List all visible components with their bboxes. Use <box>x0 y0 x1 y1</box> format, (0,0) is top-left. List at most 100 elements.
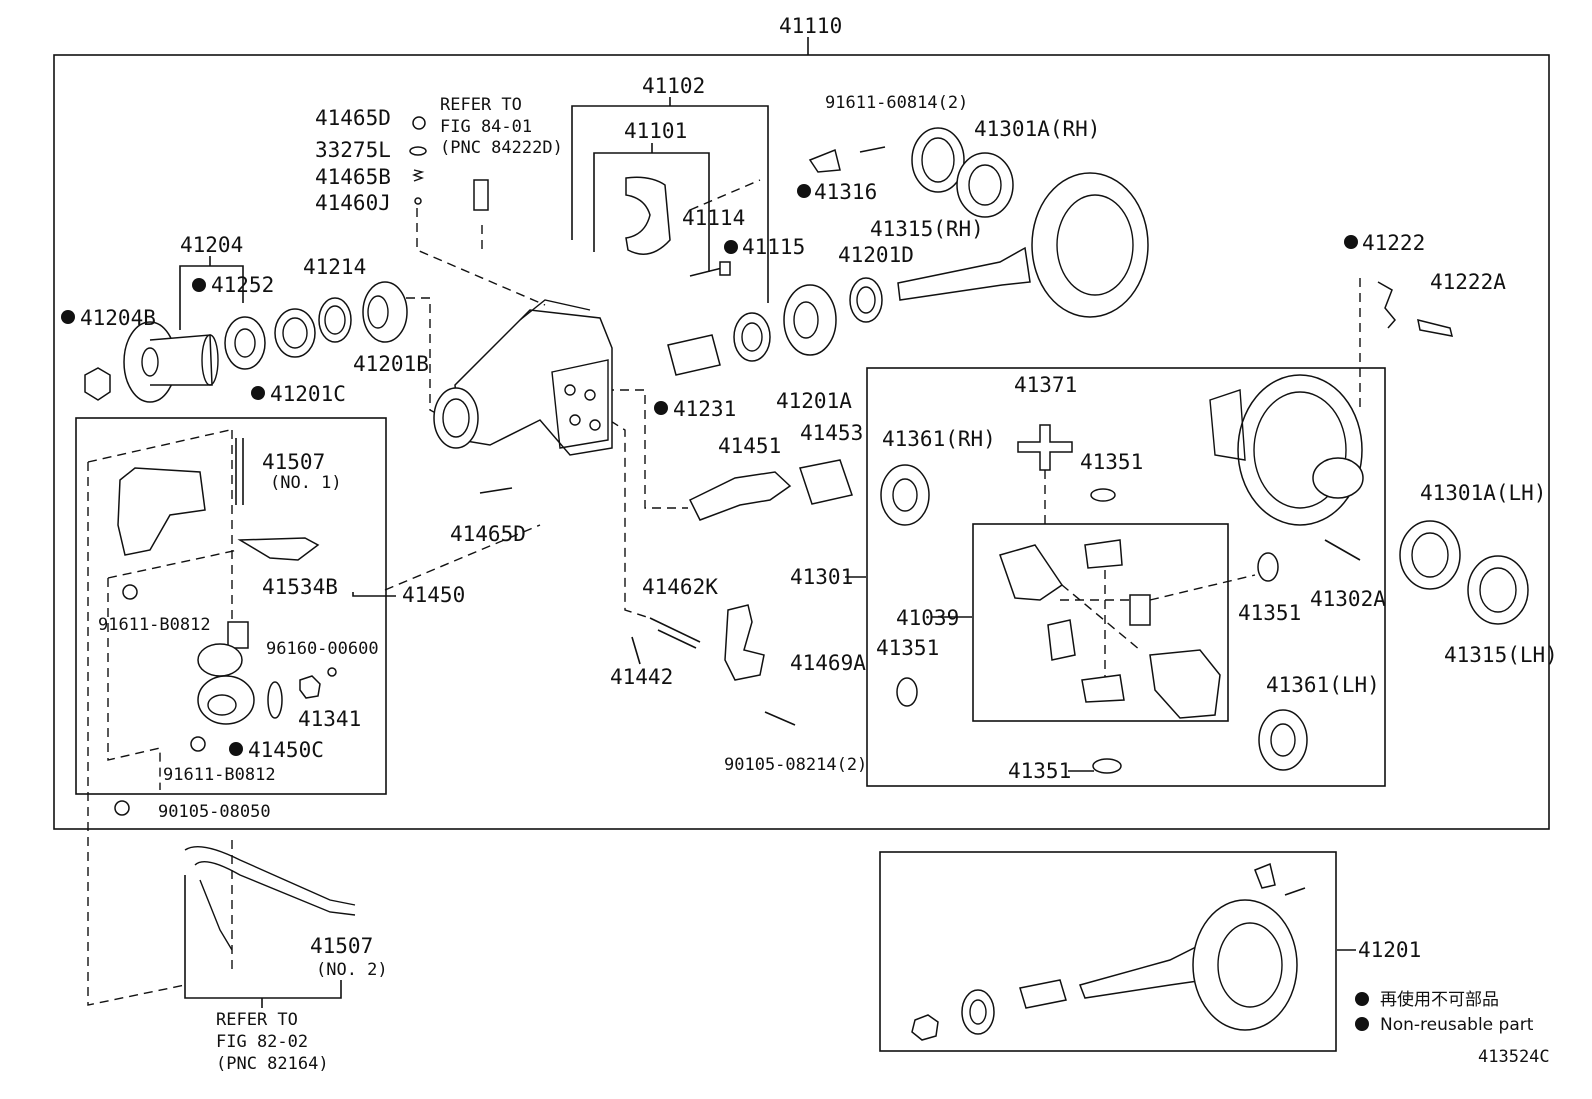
carrier-housing <box>433 299 613 456</box>
refer-note-bottom-line3: (PNC 82164) <box>216 1054 329 1074</box>
label-41315-rh[interactable]: 41315(RH) <box>870 217 984 241</box>
label-91611-60814[interactable]: 91611-60814(2) <box>825 93 968 113</box>
clutch-sleeve <box>799 459 853 505</box>
main-assembly-frame: 41110 <box>53 14 1550 830</box>
shift-lever <box>724 604 765 681</box>
spacer <box>274 308 316 358</box>
label-41039[interactable]: 41039 <box>896 606 959 630</box>
label-41361-rh[interactable]: 41361(RH) <box>882 427 996 451</box>
label-41465d-top[interactable]: 41465D <box>315 106 391 130</box>
label-41450[interactable]: 41450 <box>402 583 465 607</box>
breather-plug <box>473 179 489 211</box>
label-41214[interactable]: 41214 <box>303 255 366 279</box>
retainer-41316 <box>808 148 841 173</box>
label-41465d-mid[interactable]: 41465D <box>450 522 526 546</box>
refer-note-top-line1: REFER TO <box>440 95 522 115</box>
bracket-leaders <box>179 97 1356 1008</box>
label-91611-b0812-a[interactable]: 91611-B0812 <box>98 615 211 635</box>
vacuum-hose-no2 <box>184 846 356 906</box>
label-41351-b[interactable]: 41351 <box>1238 601 1301 625</box>
companion-flange <box>123 321 219 403</box>
differential-case <box>1209 374 1364 526</box>
label-96160-00600[interactable]: 96160-00600 <box>266 639 379 659</box>
bolt-91611-60814 <box>859 146 886 153</box>
ring-pinion-set <box>911 862 1306 1041</box>
label-41442[interactable]: 41442 <box>610 665 673 689</box>
label-41201d[interactable]: 41201D <box>838 243 914 267</box>
nut-41341 <box>299 675 321 699</box>
label-41115[interactable]: 41115 <box>742 235 805 259</box>
label-90105-08214[interactable]: 90105-08214(2) <box>724 755 867 775</box>
washer-41351-d <box>1092 758 1122 774</box>
dashed-assembly-lines <box>87 179 1361 1006</box>
label-41507-no1[interactable]: 41507 <box>262 450 325 474</box>
label-41351-d[interactable]: 41351 <box>1008 759 1071 783</box>
label-41351-a[interactable]: 41351 <box>1080 450 1143 474</box>
label-41231[interactable]: 41231 <box>673 397 736 421</box>
label-41102[interactable]: 41102 <box>642 74 705 98</box>
label-41371[interactable]: 41371 <box>1014 373 1077 397</box>
shim <box>318 297 352 343</box>
label-41301[interactable]: 41301 <box>790 565 853 589</box>
washer-41351-c <box>896 677 918 707</box>
label-41301a-lh[interactable]: 41301A(LH) <box>1420 481 1546 505</box>
label-41252[interactable]: 41252 <box>211 273 274 297</box>
label-41341[interactable]: 41341 <box>298 707 361 731</box>
label-41315-lh[interactable]: 41315(LH) <box>1444 643 1558 667</box>
label-41534b[interactable]: 41534B <box>262 575 338 599</box>
label-41201b[interactable]: 41201B <box>353 352 429 376</box>
label-41453[interactable]: 41453 <box>800 421 863 445</box>
label-41204b[interactable]: 41204B <box>80 306 156 330</box>
washer-33275l <box>409 146 427 156</box>
label-90105-08050[interactable]: 90105-08050 <box>158 802 271 822</box>
case-bolt <box>1324 539 1361 561</box>
label-41351-c[interactable]: 41351 <box>876 636 939 660</box>
front-bearing <box>362 281 408 343</box>
label-41201[interactable]: 41201 <box>1358 938 1421 962</box>
label-41451[interactable]: 41451 <box>718 434 781 458</box>
side-bearing-rh <box>956 152 1014 218</box>
label-41222[interactable]: 41222 <box>1362 231 1425 255</box>
washer-41115 <box>733 312 771 362</box>
label-41222a[interactable]: 41222A <box>1430 270 1506 294</box>
label-41201c[interactable]: 41201C <box>270 382 346 406</box>
label-41460j[interactable]: 41460J <box>315 191 391 215</box>
refer-note-bottom-line2: FIG 82-02 <box>216 1032 308 1052</box>
bolt-90105-08214 <box>764 711 796 726</box>
shift-shaft <box>649 617 701 643</box>
label-41462k[interactable]: 41462K <box>642 575 718 599</box>
label-41301a-rh[interactable]: 41301A(RH) <box>974 117 1100 141</box>
side-bearing-lh <box>1399 520 1461 590</box>
label-41465b[interactable]: 41465B <box>315 165 391 189</box>
label-41316[interactable]: 41316 <box>814 180 877 204</box>
label-41114[interactable]: 41114 <box>682 206 745 230</box>
label-41507-no2[interactable]: 41507 <box>310 934 373 958</box>
shift-fork <box>688 471 792 521</box>
label-41201a[interactable]: 41201A <box>776 389 852 413</box>
label-assembly-41110[interactable]: 41110 <box>779 14 842 38</box>
label-33275l[interactable]: 33275L <box>315 138 391 162</box>
refer-note-bottom-line1: REFER TO <box>216 1010 298 1030</box>
non-reusable-markers <box>61 184 1358 756</box>
vacuum-actuator <box>197 621 255 725</box>
ball-41460j <box>414 197 422 205</box>
label-41507-no1-sub: (NO. 1) <box>270 473 342 493</box>
label-41469a[interactable]: 41469A <box>790 651 866 675</box>
bracket-41534b <box>237 537 320 561</box>
thrust-washer-rh <box>880 464 930 526</box>
label-41450c[interactable]: 41450C <box>248 738 324 762</box>
label-41302a[interactable]: 41302A <box>1310 587 1386 611</box>
bolt-41222a <box>1417 318 1454 337</box>
label-41101[interactable]: 41101 <box>624 119 687 143</box>
ring-gear-and-pinion <box>897 172 1149 318</box>
label-91611-b0812-b[interactable]: 91611-B0812 <box>163 765 276 785</box>
thrust-washer-lh <box>1258 709 1308 771</box>
label-41204[interactable]: 41204 <box>180 233 243 257</box>
bolt-41465d-top <box>412 116 426 130</box>
spring-41465b <box>412 169 425 182</box>
bearing-cup-rh <box>911 127 965 193</box>
label-41361-lh[interactable]: 41361(LH) <box>1266 673 1380 697</box>
refer-note-top-line2: FIG 84-01 <box>440 117 532 137</box>
collapsible-spacer <box>667 334 721 376</box>
